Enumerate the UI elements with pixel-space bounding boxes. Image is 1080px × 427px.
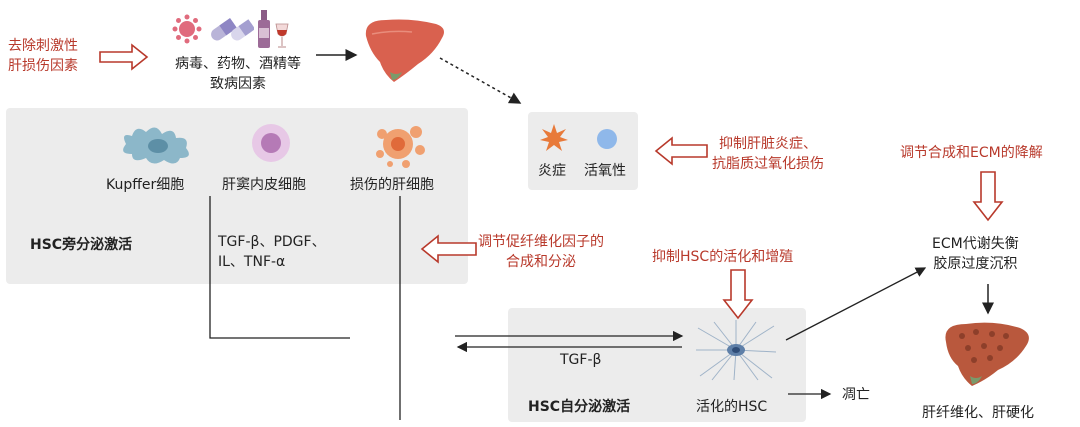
inflammation-icon — [540, 124, 568, 151]
damaged-hepatocyte-label: 损伤的肝细胞 — [350, 177, 434, 193]
kupffer-label: Kupffer细胞 — [106, 177, 185, 193]
paracrine-label: HSC旁分泌激活 — [30, 237, 133, 253]
inhibit-hsc-label: 抑制HSC的活化和增殖 — [652, 249, 794, 265]
liver-icon — [365, 19, 444, 82]
damaged-hepatocyte-icon — [376, 126, 425, 168]
sinusoid-label: 肝窦内皮细胞 — [222, 177, 306, 193]
reactive-oxygen-label: 活氧性 — [584, 163, 626, 179]
regulate-factors-label: 调节促纤维化因子的 合成和分泌 — [478, 234, 604, 270]
sinusoid-cell-icon — [252, 124, 290, 162]
fibrotic-liver-icon — [945, 322, 1029, 386]
kupffer-cell-icon — [123, 127, 189, 164]
regulate-ecm-label: 调节合成和ECM的降解 — [900, 145, 1043, 161]
autocrine-panel — [508, 308, 806, 422]
wine-icon — [258, 10, 289, 48]
pills-icon — [211, 18, 254, 41]
inflammation-panel — [528, 112, 638, 190]
virus-icon — [172, 14, 202, 44]
inflammation-label: 炎症 — [538, 163, 566, 179]
reactive-oxygen-icon — [597, 129, 617, 149]
ecm-label: ECM代谢失衡 胶原过度沉积 — [932, 236, 1019, 272]
apoptosis-label: 凋亡 — [842, 387, 870, 403]
activated-hsc-label: 活化的HSC — [696, 399, 768, 415]
activated-hsc-icon — [696, 320, 777, 381]
cytokines-label: TGF-β、PDGF、 IL、TNF-α — [218, 234, 326, 270]
inhibit-inflammation-label: 抑制肝脏炎症、 抗脂质过氧化损伤 — [712, 136, 824, 172]
causes-label: 病毒、药物、酒精等 致病因素 — [175, 56, 301, 92]
autocrine-label: HSC自分泌激活 — [528, 399, 631, 415]
fibrosis-label: 肝纤维化、肝硬化 — [922, 405, 1034, 421]
remove-factors-label: 去除刺激性 肝损伤因素 — [8, 38, 78, 74]
tgf-beta-label: TGF-β — [560, 352, 602, 368]
